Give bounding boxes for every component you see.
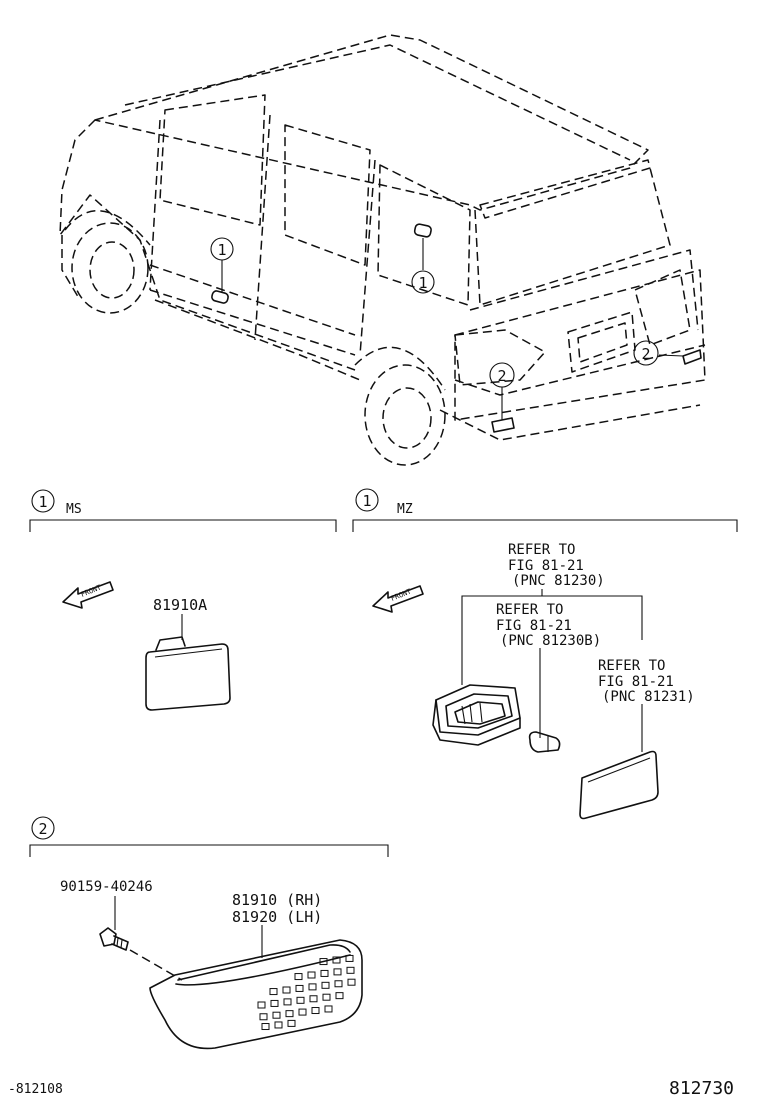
callout-door-b: 1 bbox=[411, 270, 435, 294]
footer-left-code: -812108 bbox=[8, 1082, 63, 1097]
reflector-cell bbox=[259, 1013, 268, 1021]
reflector-cell bbox=[285, 1010, 294, 1018]
reflector-cell bbox=[270, 999, 279, 1007]
svg-text:REFER TO: REFER TO bbox=[496, 602, 563, 618]
reflector-cell bbox=[295, 984, 304, 992]
ms-callout: 1 bbox=[38, 493, 47, 511]
reflector-cell bbox=[345, 954, 354, 962]
ms-part-number: 81910A bbox=[153, 596, 207, 614]
reflector-cell bbox=[319, 958, 328, 966]
lamp-socket-housing bbox=[432, 684, 521, 746]
reflector-cell bbox=[283, 998, 292, 1006]
reflector-cell bbox=[309, 995, 318, 1003]
callout-rear-right: 2 bbox=[633, 340, 659, 366]
reflector-cell bbox=[298, 1008, 307, 1016]
svg-text:FIG 81-21: FIG 81-21 bbox=[598, 674, 674, 690]
reflector-cells bbox=[257, 954, 356, 1031]
svg-text:1: 1 bbox=[217, 241, 226, 259]
svg-text:REFER TO: REFER TO bbox=[598, 658, 665, 674]
lh-part-number: 81920 (LH) bbox=[232, 908, 322, 926]
reflector-cell bbox=[274, 1021, 283, 1029]
reflector-cell bbox=[333, 968, 342, 976]
svg-text:1: 1 bbox=[418, 274, 427, 292]
reflector-cell bbox=[322, 993, 331, 1001]
reflector-cell bbox=[347, 978, 356, 986]
reflector-cell bbox=[335, 992, 344, 1000]
rear-reflector bbox=[149, 939, 363, 1050]
reflector-cell bbox=[332, 956, 341, 964]
bulb-icon bbox=[528, 731, 561, 753]
rh-part-number: 81910 (RH) bbox=[232, 891, 322, 909]
side-marker-lamp-ms bbox=[145, 636, 231, 711]
svg-text:FRONT: FRONT bbox=[80, 583, 103, 599]
svg-text:(PNC 81231): (PNC 81231) bbox=[602, 689, 695, 705]
reflector-cell bbox=[307, 971, 316, 979]
svg-text:FIG 81-21: FIG 81-21 bbox=[496, 618, 572, 634]
vehicle-illustration bbox=[59, 34, 706, 466]
ms-label: MS bbox=[66, 502, 82, 517]
ms-section: 1 MS FRONT 81910A bbox=[29, 489, 337, 711]
svg-text:REFER TO: REFER TO bbox=[508, 542, 575, 558]
refer-note-3: REFER TO FIG 81-21 (PNC 81231) bbox=[598, 658, 695, 705]
reflector-cell bbox=[287, 1019, 296, 1027]
footer-right-code: 812730 bbox=[669, 1078, 734, 1099]
refer-note-2: REFER TO FIG 81-21 (PNC 81230B) bbox=[496, 602, 601, 649]
reflector-cell bbox=[324, 1005, 333, 1013]
svg-text:2: 2 bbox=[641, 345, 650, 363]
svg-text:2: 2 bbox=[497, 367, 506, 385]
reflector-cell bbox=[334, 980, 343, 988]
reflector-cell bbox=[282, 986, 291, 994]
svg-text:FRONT: FRONT bbox=[390, 587, 413, 603]
callout-rear-left: 2 bbox=[489, 362, 515, 388]
reflector-cell bbox=[296, 996, 305, 1004]
refer-note-1: REFER TO FIG 81-21 (PNC 81230) bbox=[508, 542, 605, 589]
reflector-cell bbox=[308, 983, 317, 991]
svg-text:(PNC 81230): (PNC 81230) bbox=[512, 573, 605, 589]
reflector-cell bbox=[257, 1001, 266, 1009]
reflector-section: 2 90159-40246 81910 (RH) 81920 (LH) bbox=[29, 816, 389, 1050]
reflector-cell bbox=[294, 973, 303, 981]
callout-door-a: 1 bbox=[210, 237, 234, 261]
svg-text:(PNC 81230B): (PNC 81230B) bbox=[500, 633, 601, 649]
svg-text:FIG 81-21: FIG 81-21 bbox=[508, 558, 584, 574]
front-arrow-icon: FRONT bbox=[62, 581, 114, 609]
reflector-cell bbox=[269, 988, 278, 996]
mz-label: MZ bbox=[397, 502, 413, 517]
screw-icon bbox=[99, 927, 129, 951]
reflector-cell bbox=[320, 969, 329, 977]
reflector-cell bbox=[346, 966, 355, 974]
mz-callout: 1 bbox=[362, 492, 371, 510]
reflector-cell bbox=[261, 1023, 270, 1031]
screw-part-number: 90159-40246 bbox=[60, 879, 153, 895]
reflector-cell bbox=[321, 981, 330, 989]
reflector-cell bbox=[311, 1007, 320, 1015]
side-marker-lens-mz bbox=[579, 750, 659, 820]
reflector-cell bbox=[272, 1011, 281, 1019]
reflector-callout: 2 bbox=[38, 820, 47, 838]
mz-section: 1 MZ FRONT REFER TO FIG 81-21 (PNC 81230… bbox=[352, 488, 738, 820]
front-arrow-icon: FRONT bbox=[372, 585, 424, 613]
